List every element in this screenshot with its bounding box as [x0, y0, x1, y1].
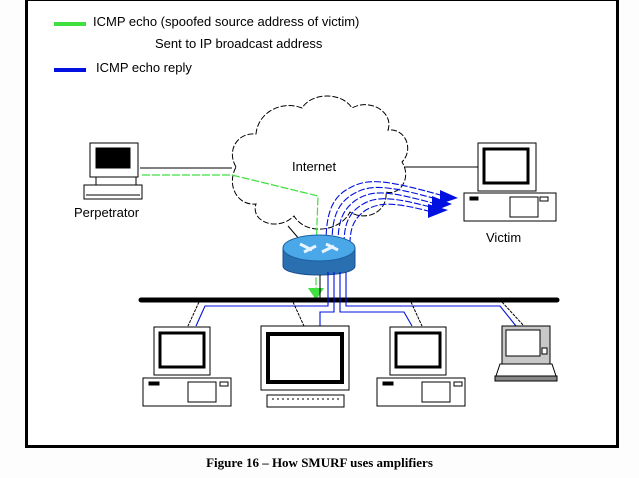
- internet-label: Internet: [292, 159, 337, 174]
- host-computer-3: [376, 326, 466, 407]
- host-drop-lines: [187, 301, 525, 327]
- host-laptop: [494, 325, 558, 382]
- router: [282, 234, 356, 276]
- victim-label: Victim: [486, 230, 522, 245]
- perpetrator-label: Perpetrator: [74, 205, 140, 220]
- figure-caption: Figure 16 – How SMURF uses amplifiers: [206, 455, 433, 470]
- host-computer-1: [142, 326, 232, 407]
- internet-cloud: [231, 95, 409, 230]
- host-computer-2: [260, 325, 350, 408]
- reply-arrowheads: [428, 190, 458, 218]
- legend-echo-sublabel: Sent to IP broadcast address: [155, 36, 323, 51]
- victim-computer: [463, 142, 557, 222]
- perpetrator-computer: [83, 142, 143, 200]
- legend-echo-label: ICMP echo (spoofed source address of vic…: [93, 14, 360, 29]
- echo-path: [142, 174, 319, 292]
- legend-reply-label: ICMP echo reply: [96, 60, 192, 75]
- reply-paths-to-hosts: [195, 272, 517, 327]
- reply-paths-to-victim: [325, 181, 445, 245]
